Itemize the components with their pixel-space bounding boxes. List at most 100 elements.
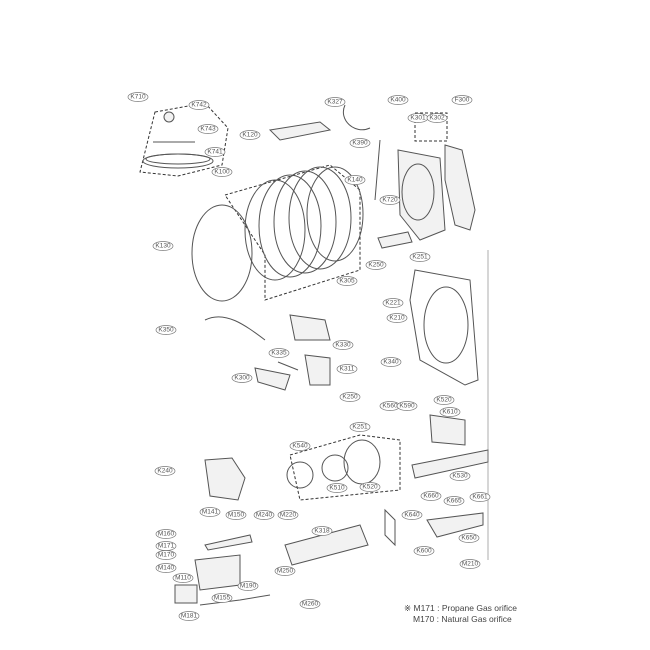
callout-bubble — [289, 441, 311, 451]
callout-bubble — [188, 100, 210, 110]
part-callout-k221: K221 — [382, 298, 404, 308]
callout-label: K650 — [461, 535, 477, 542]
part-callout-m220: M220 — [277, 510, 299, 520]
callout-label: K100 — [214, 169, 230, 176]
drum-ring — [273, 170, 337, 274]
callout-label: K560 — [382, 403, 398, 410]
part-callout-k590: K590 — [396, 401, 418, 411]
callout-label: K665 — [446, 498, 462, 505]
front-frame — [409, 269, 479, 386]
part-callout-m250: M250 — [274, 566, 296, 576]
part-callout-k741: K741 — [204, 147, 226, 157]
callout-bubble — [379, 195, 401, 205]
callout-bubble — [172, 573, 194, 583]
part-callout-m110: M110 — [172, 573, 194, 583]
callout-label: M190 — [240, 583, 257, 590]
part-callout-k140: K140 — [344, 175, 366, 185]
drum-ring — [258, 174, 322, 278]
callout-label: K335 — [271, 350, 287, 357]
callout-bubble — [339, 392, 361, 402]
drum-front — [244, 179, 306, 281]
front-duct-K240 — [204, 457, 246, 501]
callout-bubble — [365, 260, 387, 270]
callout-bubble — [155, 550, 177, 560]
part-callout-k251: K251 — [349, 422, 371, 432]
part-callout-k327: K327 — [324, 97, 346, 107]
part-callout-f300: F300 — [451, 95, 473, 105]
callout-label: K210 — [389, 315, 405, 322]
callout-label: K720 — [382, 197, 398, 204]
part-callout-k660: K660 — [420, 491, 442, 501]
blower-housing-K520 — [343, 439, 381, 485]
callout-bubble — [469, 492, 491, 502]
callout-label: K742 — [191, 102, 207, 109]
callout-label: K240 — [157, 468, 173, 475]
burner-tube-M210 — [284, 524, 369, 566]
part-callout-k240: K240 — [154, 466, 176, 476]
drum-group — [224, 164, 361, 301]
callout-bubble — [426, 113, 448, 123]
callout-label: K741 — [207, 149, 223, 156]
part-callout-m171: M171 — [155, 541, 177, 551]
part-callout-k510: K510 — [326, 483, 348, 493]
part-callout-m181: M181 — [178, 611, 200, 621]
callout-label: M181 — [181, 613, 198, 620]
callout-label: K510 — [329, 485, 345, 492]
callout-label: M240 — [256, 512, 273, 519]
filter-housing-K311 — [304, 354, 331, 386]
part-callout-k540: K540 — [289, 441, 311, 451]
part-callout-k610: K610 — [439, 407, 461, 417]
callout-bubble — [277, 510, 299, 520]
door-gasket-K130 — [191, 204, 253, 302]
callout-label: K610 — [442, 409, 458, 416]
callout-bubble — [204, 147, 226, 157]
callout-label: K520 — [362, 484, 378, 491]
drum-ring — [288, 166, 352, 270]
callout-bubble — [409, 252, 431, 262]
part-callout-m240: M240 — [253, 510, 275, 520]
callout-bubble — [211, 593, 233, 603]
callout-bubble — [237, 581, 259, 591]
callout-label: K318 — [314, 528, 330, 535]
callout-bubble — [155, 563, 177, 573]
callout-bubble — [211, 167, 233, 177]
drum-back — [306, 166, 364, 262]
callout-bubble — [380, 357, 402, 367]
callout-bubble — [268, 348, 290, 358]
callout-label: K130 — [155, 243, 171, 250]
blower-fan-K510 — [321, 454, 349, 482]
callout-label: K640 — [404, 512, 420, 519]
burner-assembly-K650 — [426, 512, 484, 538]
callout-label: K302 — [429, 115, 445, 122]
callout-bubble — [386, 313, 408, 323]
callout-bubble — [413, 546, 435, 556]
callout-label: K120 — [242, 132, 258, 139]
callout-label: K327 — [327, 99, 343, 106]
callout-label: K251 — [352, 424, 368, 431]
callout-label: M170 — [158, 552, 175, 559]
callout-label: M155 — [214, 595, 231, 602]
callout-bubble — [458, 533, 480, 543]
duct-F300 — [444, 144, 476, 231]
part-callout-k720: K720 — [379, 195, 401, 205]
callout-label: K140 — [347, 177, 363, 184]
part-callout-k250: K250 — [365, 260, 387, 270]
callout-bubble — [231, 373, 253, 383]
callout-bubble — [127, 92, 149, 102]
callout-bubble — [459, 559, 481, 569]
part-callout-k350: K350 — [155, 325, 177, 335]
callout-label: M210 — [462, 561, 479, 568]
callout-label: K590 — [399, 403, 415, 410]
wire-K390 — [374, 139, 381, 201]
part-callout-k530: K530 — [449, 471, 471, 481]
part-callout-k400: K400 — [387, 95, 409, 105]
callout-label: F300 — [455, 97, 470, 104]
note-propane-orifice: ※ M171 : Propane Gas orifice — [404, 603, 517, 613]
part-callout-k335: K335 — [268, 348, 290, 358]
callout-bubble — [344, 175, 366, 185]
part-callout-k742: K742 — [188, 100, 210, 110]
part-callout-k120: K120 — [239, 130, 261, 140]
burner-bracket — [384, 508, 396, 547]
callout-bubble — [382, 298, 404, 308]
